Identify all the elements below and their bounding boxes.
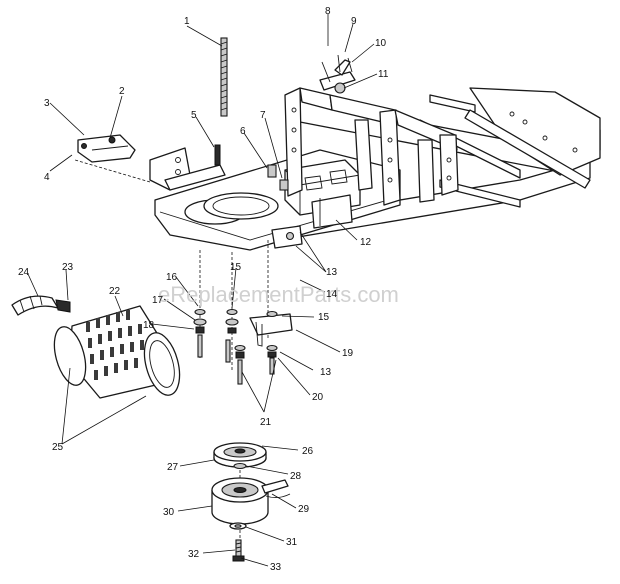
callout-6: 6 bbox=[240, 126, 246, 137]
clutch-bolt bbox=[232, 539, 245, 562]
callout-16: 16 bbox=[166, 272, 178, 283]
callout-25: 25 bbox=[52, 442, 64, 453]
callout-21: 21 bbox=[260, 417, 272, 428]
callout-numbers: 1 2 3 4 5 6 7 8 9 10 11 12 13 13 14 15 1… bbox=[18, 6, 389, 573]
callout-12: 12 bbox=[360, 237, 372, 248]
callout-11: 11 bbox=[378, 69, 389, 80]
callout-2: 2 bbox=[119, 86, 125, 97]
electric-clutch bbox=[211, 477, 291, 530]
callout-26: 26 bbox=[302, 446, 314, 457]
callout-7: 7 bbox=[260, 110, 266, 121]
watermark: eReplacementParts.com bbox=[158, 282, 399, 307]
callout-8: 8 bbox=[325, 6, 331, 17]
callout-31: 31 bbox=[286, 537, 298, 548]
right-bracket bbox=[249, 310, 293, 375]
leader-lines bbox=[27, 14, 378, 567]
chassis-frame bbox=[149, 54, 601, 251]
hose bbox=[11, 295, 71, 316]
callout-4: 4 bbox=[44, 172, 50, 183]
callout-29: 29 bbox=[298, 504, 310, 515]
threaded-rod bbox=[220, 37, 228, 117]
callout-27: 27 bbox=[167, 462, 179, 473]
callout-22: 22 bbox=[109, 286, 121, 297]
callout-28: 28 bbox=[290, 471, 302, 482]
left-bracket bbox=[77, 134, 136, 163]
callout-13-top: 13 bbox=[326, 267, 338, 278]
callout-20: 20 bbox=[312, 392, 324, 403]
callout-32: 32 bbox=[188, 549, 200, 560]
callout-13-bottom: 13 bbox=[320, 367, 332, 378]
callout-30: 30 bbox=[163, 507, 175, 518]
callout-15-right: 15 bbox=[318, 312, 330, 323]
callout-3: 3 bbox=[44, 98, 50, 109]
callout-24: 24 bbox=[18, 267, 30, 278]
callout-14: 14 bbox=[326, 289, 338, 300]
callout-9: 9 bbox=[351, 16, 357, 27]
callout-18: 18 bbox=[143, 320, 155, 331]
callout-5: 5 bbox=[191, 110, 197, 121]
callout-33: 33 bbox=[270, 562, 282, 573]
discharge-cylinder bbox=[53, 305, 181, 399]
callout-10: 10 bbox=[375, 38, 387, 49]
pulley bbox=[213, 442, 267, 470]
callout-1: 1 bbox=[184, 16, 190, 27]
callout-15-left: 15 bbox=[230, 262, 242, 273]
center-hardware-stack bbox=[225, 308, 246, 385]
callout-19: 19 bbox=[342, 348, 354, 359]
front-bolt bbox=[214, 144, 289, 191]
left-hardware-stack bbox=[193, 308, 207, 358]
callout-17: 17 bbox=[152, 295, 164, 306]
callout-23: 23 bbox=[62, 262, 74, 273]
